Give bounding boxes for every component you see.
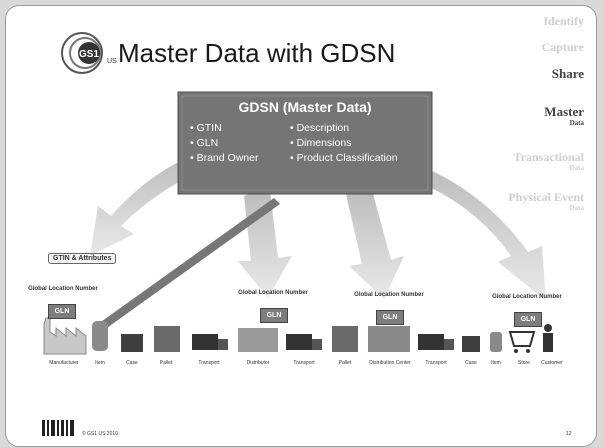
chain-caption: Pallet [338,360,352,366]
slide: GS1 US [5,5,597,447]
cart-icon [508,331,536,347]
chain-caption: Distribution Center [369,360,411,366]
gdsn-item-brand-owner: • Brand Owner [190,152,259,164]
chain-caption: Distributor [246,360,270,366]
page-number: 12 [566,431,572,437]
chain-caption: Case [126,360,138,366]
sidebar-item-share: Share [551,66,584,81]
gdsn-item-gtin: • GTIN [190,122,222,134]
case-icon [121,334,143,352]
truck-icon-2 [286,334,312,350]
factory-icon [43,317,87,355]
logo-country: US [107,58,117,65]
chain-caption: Store [518,360,530,366]
sidebar-item-identify: Identify [543,14,584,28]
chain-caption: Item [491,360,501,366]
distribution-center-icon [368,326,410,352]
arrow-to-item [98,198,280,330]
gdsn-item-product-classification: • Product Classification [290,152,398,164]
location-label: Global Location Number [238,290,308,296]
location-label: Global Location Number [354,292,424,298]
arrow-to-distribution-center [346,190,404,299]
gs1-logo: GS1 US [61,32,117,74]
location-label: Global Location Number [28,286,98,292]
diagram-graphics: GS1 US [42,32,553,436]
pallet-icon [154,326,180,352]
gln-badge: GLN [514,312,542,327]
truck-icon [192,334,218,350]
chain-caption: Item [95,360,105,366]
item-icon-2 [490,332,502,352]
case-icon-2 [462,336,480,352]
gdsn-item-gln: • GLN [190,137,219,149]
gln-badge: GLN [376,310,404,325]
chain-caption: Transport [293,360,315,366]
pallet-icon-2 [332,326,358,352]
logo-brand: GS1 [79,49,99,60]
item-can-icon [92,321,108,351]
gdsn-title: GDSN (Master Data) [238,99,372,115]
gln-badge: GLN [260,308,288,323]
gln-badge: GLN [48,304,76,319]
chain-caption: Pallet [159,360,173,366]
gdsn-item-dimensions: • Dimensions [290,137,352,149]
footer-copyright: © GS1 US 2010 [82,431,118,437]
supply-chain-icons [43,317,553,355]
location-label: Global Location Number [492,294,562,300]
chain-caption: Case [465,360,477,366]
gtin-attributes-label: GTIN & Attributes [48,253,117,264]
truck-icon-3 [418,334,444,350]
arrow-to-manufacturer [90,156,201,256]
gdsn-item-description: • Description [290,122,350,134]
chain-caption: Manufacturer [49,360,79,366]
chain-caption: Customer [541,360,563,366]
sidebar-item-capture: Capture [541,40,584,54]
arrow-to-store [416,168,546,301]
slide-title: Master Data with GDSN [118,38,396,68]
barcode-logo [42,420,74,436]
chain-caption: Transport [198,360,220,366]
gdsn-box [177,91,433,195]
chain-caption: Transport [425,360,447,366]
warehouse-icon [238,328,278,352]
customer-icon [544,324,552,332]
